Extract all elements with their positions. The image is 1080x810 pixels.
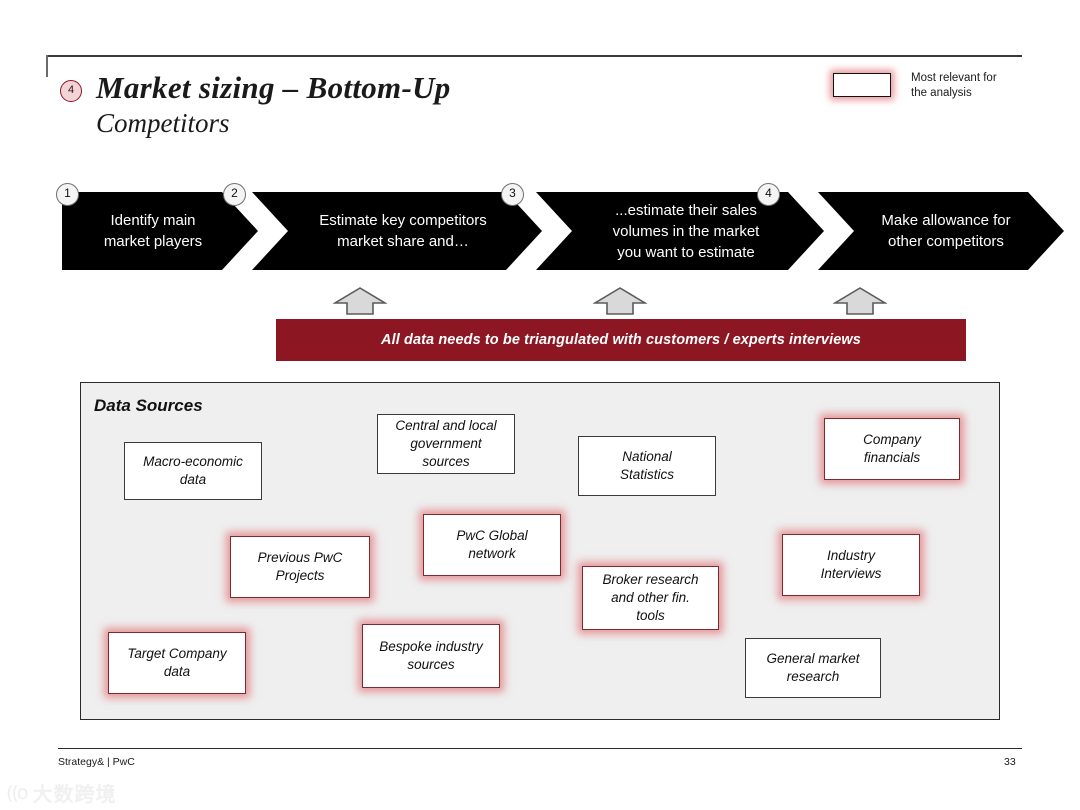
source-box-label: Industry Interviews (820, 548, 882, 581)
process-step-2-label: Estimate key competitors market share an… (319, 212, 487, 250)
process-step-3[interactable]: ...estimate their sales volumes in the m… (536, 192, 824, 270)
step-number-1: 1 (56, 183, 79, 206)
footer-page-number: 33 (1004, 756, 1016, 768)
source-box-label: Bespoke industry sources (379, 639, 483, 672)
source-box-pwc-global-network[interactable]: PwC Global network (423, 514, 561, 576)
process-step-3-label: ...estimate their sales volumes in the m… (612, 201, 760, 261)
watermark: ((o 大数跨境 (6, 778, 116, 807)
title-subtitle: Competitors (96, 108, 230, 138)
up-arrow-3-icon (833, 286, 887, 316)
source-box-target-company-data[interactable]: Target Company data (108, 632, 246, 694)
source-box-industry-interviews[interactable]: Industry Interviews (782, 534, 920, 596)
legend-label: Most relevant for the analysis (911, 72, 997, 99)
process-step-1[interactable]: Identify main market players (62, 192, 258, 270)
source-box-label: Company financials (863, 432, 921, 465)
process-step-1-label: Identify main market players (103, 212, 203, 250)
source-box-company-financials[interactable]: Company financials (824, 418, 960, 480)
source-box-label: Broker research and other fin. tools (602, 572, 699, 623)
source-box-previous-pwc-projects[interactable]: Previous PwC Projects (230, 536, 370, 598)
process-step-2[interactable]: Estimate key competitors market share an… (252, 192, 542, 270)
header-rule (46, 55, 1022, 57)
title-text-group: Market sizing – Bottom-Up Competitors (96, 68, 451, 140)
footer-brand: Strategy& | PwC (58, 756, 135, 768)
page-title: 4 Market sizing – Bottom-Up Competitors (60, 68, 451, 140)
up-arrow-1-icon (333, 286, 387, 316)
process-step-4[interactable]: Make allowance for other competitors (818, 192, 1064, 270)
source-box-broker-research[interactable]: Broker research and other fin. tools (582, 566, 719, 630)
source-box-macro-economic-data[interactable]: Macro-economic data (124, 442, 262, 500)
source-box-label: PwC Global network (456, 528, 528, 561)
source-box-label: Target Company data (127, 646, 227, 679)
footer-rule (58, 748, 1022, 750)
source-box-national-statistics[interactable]: National Statistics (578, 436, 716, 496)
source-box-bespoke-industry-sources[interactable]: Bespoke industry sources (362, 624, 500, 688)
process-step-4-label: Make allowance for other competitors (881, 212, 1011, 250)
title-main: Market sizing – Bottom-Up (96, 70, 451, 105)
step-number-2: 2 (223, 183, 246, 206)
source-box-label: Previous PwC Projects (257, 550, 343, 583)
triangulation-banner: All data needs to be triangulated with c… (276, 319, 966, 361)
source-box-label: General market research (766, 651, 860, 684)
up-arrow-2-icon (593, 286, 647, 316)
watermark-logo-icon: ((o (6, 781, 28, 804)
source-box-label: Central and local government sources (395, 418, 497, 469)
source-box-label: Macro-economic data (143, 454, 243, 487)
source-box-central-and-local-government-sources[interactable]: Central and local government sources (377, 414, 515, 474)
title-number-badge: 4 (60, 80, 82, 102)
legend-highlight-swatch (833, 73, 891, 97)
triangulation-banner-text: All data needs to be triangulated with c… (381, 332, 861, 348)
step-number-4: 4 (757, 183, 780, 206)
step-number-3: 3 (501, 183, 524, 206)
source-box-label: National Statistics (619, 449, 674, 482)
data-sources-title: Data Sources (94, 396, 203, 415)
header-tick (46, 55, 48, 77)
process-flow: Identify main market players Estimate ke… (62, 192, 1064, 270)
source-box-general-market-research[interactable]: General market research (745, 638, 881, 698)
legend: Most relevant for the analysis (833, 72, 997, 101)
watermark-text: 大数跨境 (32, 782, 117, 806)
